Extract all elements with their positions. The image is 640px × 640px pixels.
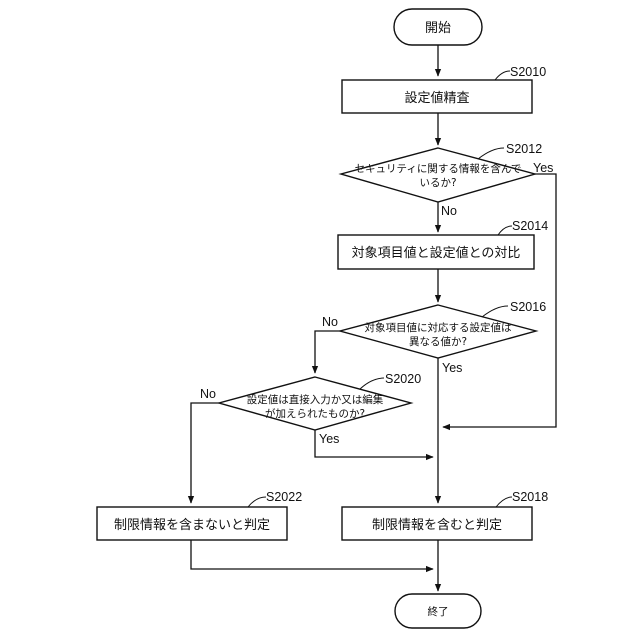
s2012-label-line1: セキュリティに関する情報を含んで	[355, 162, 522, 175]
s2018-step-code: S2018	[512, 490, 548, 504]
s2020-leader	[360, 378, 384, 389]
s2016-yes-label: Yes	[442, 361, 462, 375]
start-label: 開始	[425, 21, 451, 36]
s2020-no-label: No	[200, 387, 216, 401]
s2016-label-line1: 対象項目値に対応する設定値は	[365, 321, 512, 334]
s2012-leader	[478, 148, 504, 159]
s2010-label: 設定値精査	[404, 90, 469, 106]
s2020-label-line1: 設定値は直接入力か又は編集	[247, 393, 384, 406]
connector-s2022-to-end	[191, 540, 433, 569]
s2020-step-code: S2020	[385, 372, 421, 386]
s2012-yes-label: Yes	[533, 161, 553, 175]
connector-s2016-no-to-s2020	[315, 331, 340, 373]
end-label: 終了	[428, 605, 449, 618]
s2012-label-line2: いるか?	[419, 177, 456, 189]
s2012-no-label: No	[441, 204, 457, 218]
s2022-step-code: S2022	[266, 490, 302, 504]
s2020-label-line2: が加えられたものか?	[265, 407, 365, 420]
s2016-leader	[482, 306, 508, 317]
s2014-label: 対象項目値と設定値との対比	[352, 245, 521, 261]
s2018-leader	[496, 497, 512, 507]
s2016-step-code: S2016	[510, 300, 546, 314]
s2010-leader	[495, 71, 510, 80]
s2022-label: 制限情報を含まないと判定	[114, 517, 270, 533]
s2020-yes-label: Yes	[319, 432, 339, 446]
connector-s2020-no-to-s2022	[191, 403, 219, 503]
s2016-label-line2: 異なる値か?	[409, 335, 467, 348]
s2012-decision	[341, 148, 535, 202]
s2016-no-label: No	[322, 315, 338, 329]
s2012-step-code: S2012	[506, 142, 542, 156]
s2014-step-code: S2014	[512, 219, 548, 233]
s2018-label: 制限情報を含むと判定	[372, 517, 502, 533]
s2014-leader	[498, 226, 512, 235]
s2010-step-code: S2010	[510, 65, 546, 79]
s2022-leader	[248, 497, 266, 507]
